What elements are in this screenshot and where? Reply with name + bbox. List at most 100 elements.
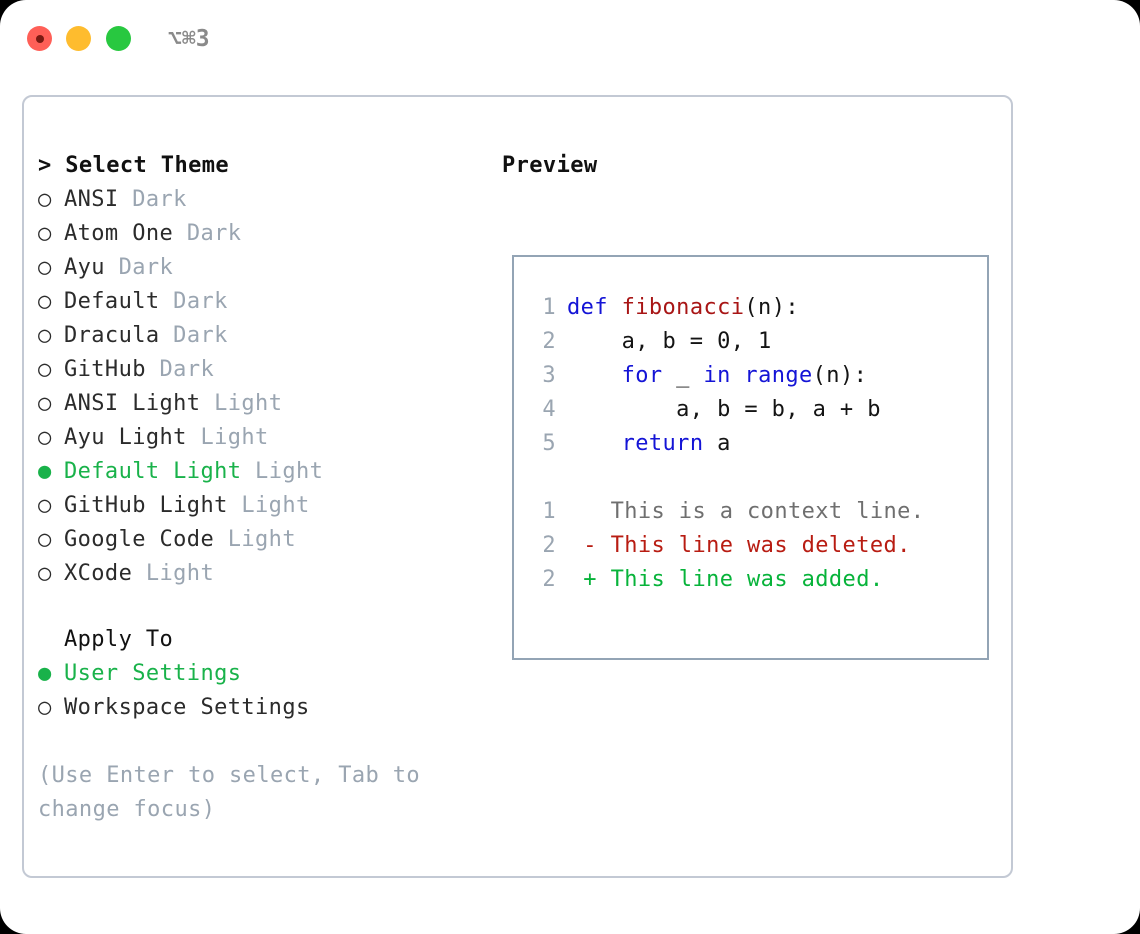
theme-variant-tag: Dark: [118, 255, 174, 280]
theme-name: Ayu Light: [64, 425, 201, 450]
apply-to-list: ● User Settings ○ Workspace Settings: [38, 657, 498, 725]
line-number: 3: [542, 363, 556, 388]
theme-option-dracula[interactable]: ○ Dracula Dark: [38, 319, 498, 353]
radio-unselected-icon: ○: [38, 255, 52, 280]
radio-unselected-icon: ○: [38, 357, 52, 382]
radio-unselected-icon: ○: [38, 289, 52, 314]
theme-name: XCode: [64, 561, 146, 586]
keyboard-shortcut-label: ⌥⌘3: [168, 26, 210, 52]
theme-option-default-light[interactable]: ● Default Light Light: [38, 455, 498, 489]
code-token: [567, 431, 622, 456]
radio-unselected-icon: ○: [38, 391, 52, 416]
code-token: in: [703, 363, 731, 388]
theme-name: Dracula: [64, 323, 174, 348]
line-number: 4: [542, 397, 556, 422]
radio-selected-icon: ●: [38, 661, 52, 686]
section-spacer: [38, 591, 498, 623]
theme-list: ○ ANSI Dark ○ Atom One Dark ○ Ayu Dark ○ Defaul…: [38, 183, 498, 591]
apply-to-option-user-settings[interactable]: ● User Settings: [38, 657, 498, 691]
line-number: 2: [542, 533, 556, 558]
theme-variant-tag: Light: [227, 527, 296, 552]
diff-text: This is a context line.: [556, 499, 925, 524]
theme-option-ayu-light[interactable]: ○Ayu Light Light: [38, 421, 498, 455]
apply-to-option-workspace-settings[interactable]: ○ Workspace Settings: [38, 691, 498, 725]
line-number: 5: [542, 431, 556, 456]
theme-option-github[interactable]: ○GitHub Dark: [38, 353, 498, 387]
theme-variant-tag: Dark: [132, 187, 187, 212]
diff-text: + This line was added.: [556, 567, 884, 592]
theme-option-ayu[interactable]: ○ Ayu Dark: [38, 251, 498, 285]
code-token: return: [621, 431, 704, 456]
theme-variant-tag: Light: [255, 459, 324, 484]
minimize-window-button[interactable]: [66, 26, 91, 51]
code-token: for: [621, 363, 663, 388]
theme-list-column: > Select Theme ○ANSI Dark○Atom One Dark○…: [38, 149, 498, 827]
radio-unselected-icon: ○: [38, 695, 52, 720]
theme-name: GitHub Light: [64, 493, 242, 518]
code-token: fibonacci: [621, 295, 745, 320]
radio-unselected-icon: ○: [38, 527, 52, 552]
theme-name: Atom One: [64, 221, 187, 246]
line-number: 1: [542, 499, 556, 524]
radio-unselected-icon: ○: [38, 221, 52, 246]
code-token: [731, 363, 745, 388]
code-line: 5 return a: [530, 427, 924, 461]
keyboard-hint-text: (Use Enter to select, Tab to change focu…: [38, 763, 421, 822]
line-number: 2: [542, 567, 556, 592]
line-number: 2: [542, 329, 556, 354]
radio-unselected-icon: ○: [38, 187, 52, 212]
radio-selected-icon: ●: [38, 459, 52, 484]
diff-line: 2 + This line was added.: [530, 563, 924, 597]
hint-spacer: [38, 725, 498, 759]
theme-name: Google Code: [64, 527, 228, 552]
apply-to-label: User Settings: [64, 661, 242, 686]
theme-option-xcode[interactable]: ○ XCode Light: [38, 557, 498, 591]
code-token: (n):: [744, 295, 799, 320]
title-bar: ⌥⌘3: [0, 0, 1140, 78]
theme-variant-tag: Dark: [159, 357, 215, 382]
theme-variant-tag: Dark: [173, 323, 228, 348]
radio-unselected-icon: ○: [38, 493, 52, 518]
theme-variant-tag: Dark: [173, 289, 228, 314]
theme-name: ANSI: [64, 187, 133, 212]
code-token: [567, 363, 622, 388]
code-token: def: [567, 295, 622, 320]
theme-name: Default Light: [64, 459, 256, 484]
maximize-window-button[interactable]: [106, 26, 131, 51]
radio-unselected-icon: ○: [38, 561, 52, 586]
code-line: 4 a, b = b, a + b: [530, 393, 924, 427]
theme-option-ansi[interactable]: ○ ANSI Dark: [38, 183, 498, 217]
theme-variant-tag: Light: [214, 391, 283, 416]
code-token: _: [662, 363, 704, 388]
theme-variant-tag: Dark: [186, 221, 242, 246]
close-window-button[interactable]: [27, 26, 52, 51]
code-token: a, b = b, a + b: [567, 397, 881, 422]
theme-option-github-light[interactable]: ○ GitHub Light Light: [38, 489, 498, 523]
theme-option-atom-one[interactable]: ○ Atom One Dark: [38, 217, 498, 251]
theme-variant-tag: Light: [241, 493, 310, 518]
diff-line: 1 This is a context line.: [530, 495, 924, 529]
theme-option-default[interactable]: ○ Default Dark: [38, 285, 498, 319]
radio-unselected-icon: ○: [38, 323, 52, 348]
code-token: a, b = 0, 1: [567, 329, 772, 354]
code-blank-line: [530, 461, 924, 495]
preview-label: Preview: [502, 153, 598, 178]
theme-name: Ayu: [64, 255, 119, 280]
line-number: 1: [542, 295, 556, 320]
theme-name: Default: [64, 289, 174, 314]
theme-option-ansi-light[interactable]: ○ANSI Light Light: [38, 387, 498, 421]
radio-unselected-icon: ○: [38, 425, 52, 450]
code-token: (n):: [812, 363, 868, 388]
apply-to-label: Workspace Settings: [64, 695, 310, 720]
theme-variant-tag: Light: [145, 561, 215, 586]
theme-option-google-code[interactable]: ○ Google Code Light: [38, 523, 498, 557]
theme-selector-panel: > Select Theme ○ANSI Dark○Atom One Dark○…: [22, 95, 1013, 878]
diff-line: 2 - This line was deleted.: [530, 529, 924, 563]
code-token: range: [744, 363, 813, 388]
code-line: 1 def fibonacci(n):: [530, 291, 924, 325]
code-line: 3 for _ in range(n):: [530, 359, 924, 393]
